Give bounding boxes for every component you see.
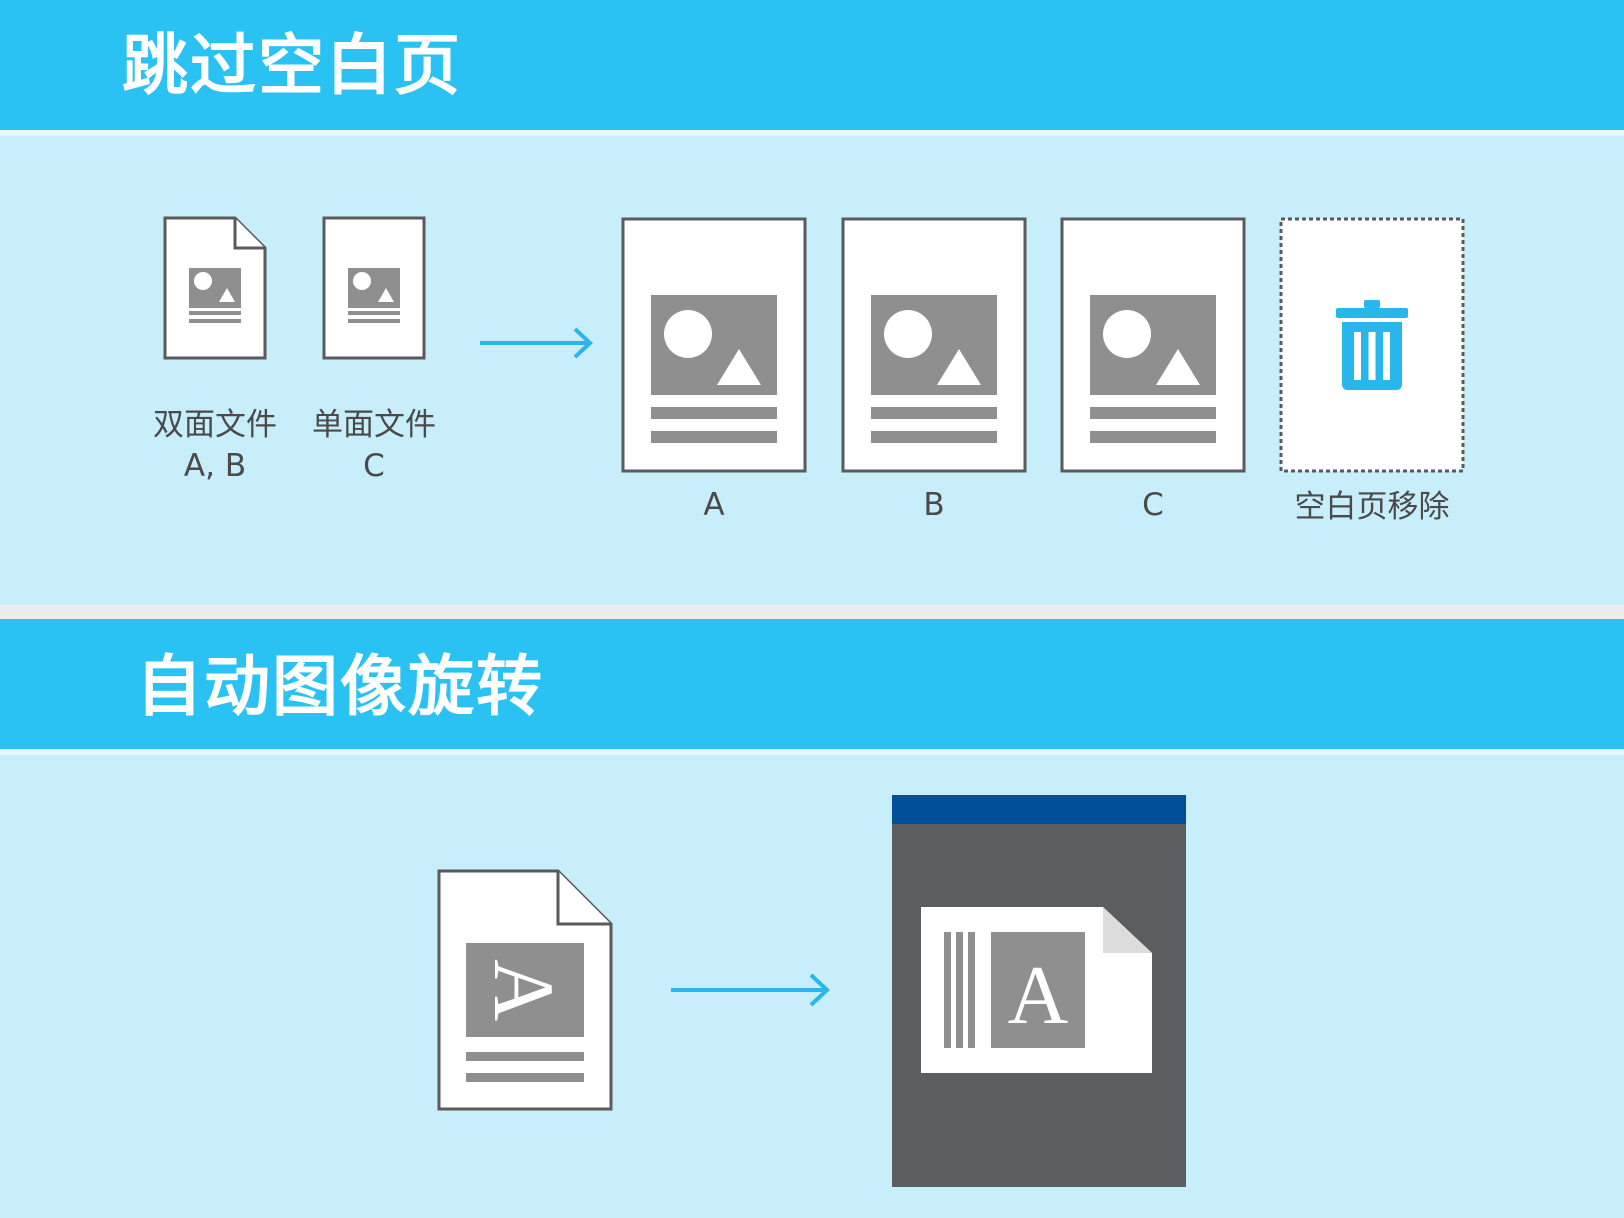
output-page-label: A <box>703 487 725 523</box>
output-page-label: C <box>1142 487 1164 523</box>
auto-rotate-title: 自动图像旋转 <box>136 648 544 725</box>
output-page-b <box>841 217 1027 473</box>
arrow-right-icon <box>671 973 830 1007</box>
preview-screen: A <box>892 795 1186 1187</box>
rotated-document-icon: A <box>437 869 613 1111</box>
auto-rotate-header <box>0 619 1624 749</box>
output-page-label: B <box>923 487 945 523</box>
label-line: A, B <box>183 448 247 484</box>
removed-blank-page-label: 空白页移除 <box>1294 489 1450 525</box>
simplex-document-label: 单面文件 C <box>304 405 444 487</box>
header-underline <box>0 130 1624 136</box>
trash-icon <box>1336 300 1408 390</box>
arrow-right-icon <box>480 327 593 359</box>
label-line: 双面文件 <box>153 407 277 443</box>
label-line: 单面文件 <box>312 407 436 443</box>
output-page-c <box>1060 217 1246 473</box>
simplex-document-icon <box>322 216 426 360</box>
header-underline <box>0 749 1624 755</box>
skip-blank-title: 跳过空白页 <box>122 27 462 104</box>
duplex-document-label: 双面文件 A, B <box>145 405 285 487</box>
skip-blank-header <box>0 0 1624 130</box>
duplex-document-icon <box>163 216 267 360</box>
output-page-a <box>621 217 807 473</box>
corrected-glyph: A <box>1008 949 1069 1042</box>
rotated-glyph: A <box>476 959 572 1021</box>
auto-rotate-panel <box>0 755 1624 1218</box>
section-divider <box>0 605 1624 619</box>
label-line: C <box>363 448 385 484</box>
